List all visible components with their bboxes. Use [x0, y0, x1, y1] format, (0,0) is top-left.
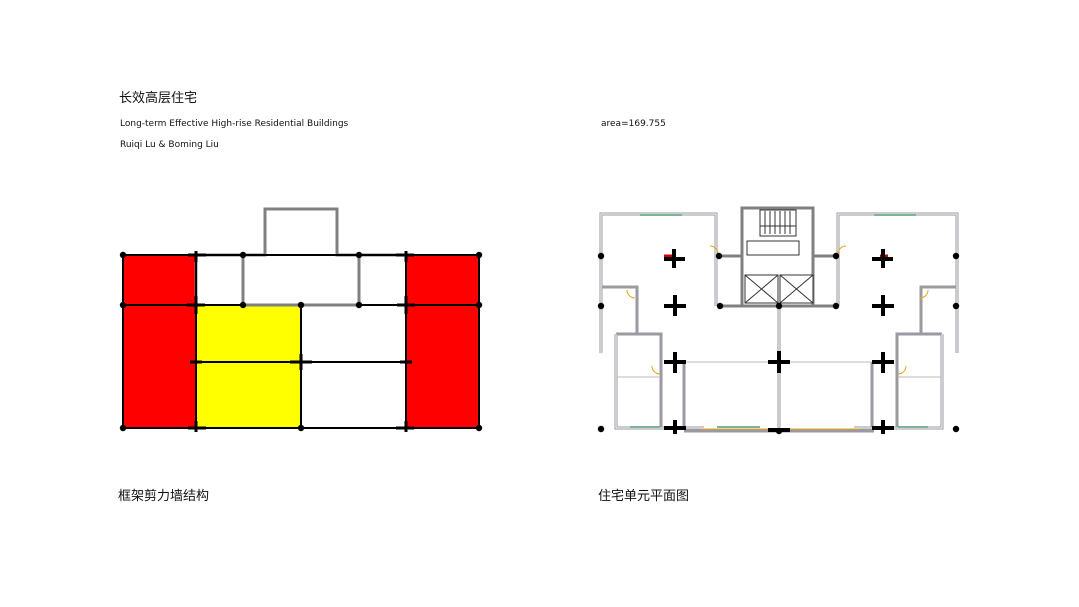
window-lines [630, 214, 928, 428]
project-title-english: Long-term Effective High-rise Residentia… [120, 119, 349, 129]
project-authors: Ruiqi Lu & Boming Liu [120, 140, 219, 150]
stair [746, 209, 800, 256]
red-shear-wall-zones [123, 255, 479, 428]
shear-wall-markers-plan [664, 249, 894, 434]
project-title-chinese: 长效高层住宅 [119, 91, 198, 106]
column-nodes [119, 251, 483, 432]
structure-diagram [119, 207, 483, 432]
red-zone-bottom-right [406, 305, 479, 428]
shear-wall-markers [187, 251, 415, 432]
red-zone-top-left [123, 255, 196, 305]
unit-floor-plan [597, 206, 960, 435]
elevator-shafts [744, 274, 814, 304]
upper-outline [194, 207, 406, 307]
area-label: area=169.755 [601, 119, 666, 129]
unit-plan-caption: 住宅单元平面图 [598, 489, 690, 504]
door-swings [626, 245, 929, 375]
red-zone-top-right [406, 255, 479, 305]
yellow-core-zone [196, 305, 301, 428]
column-nodes-plan [597, 252, 960, 435]
structure-caption: 框架剪力墙结构 [118, 489, 210, 504]
red-zone-bottom-left [123, 305, 196, 428]
